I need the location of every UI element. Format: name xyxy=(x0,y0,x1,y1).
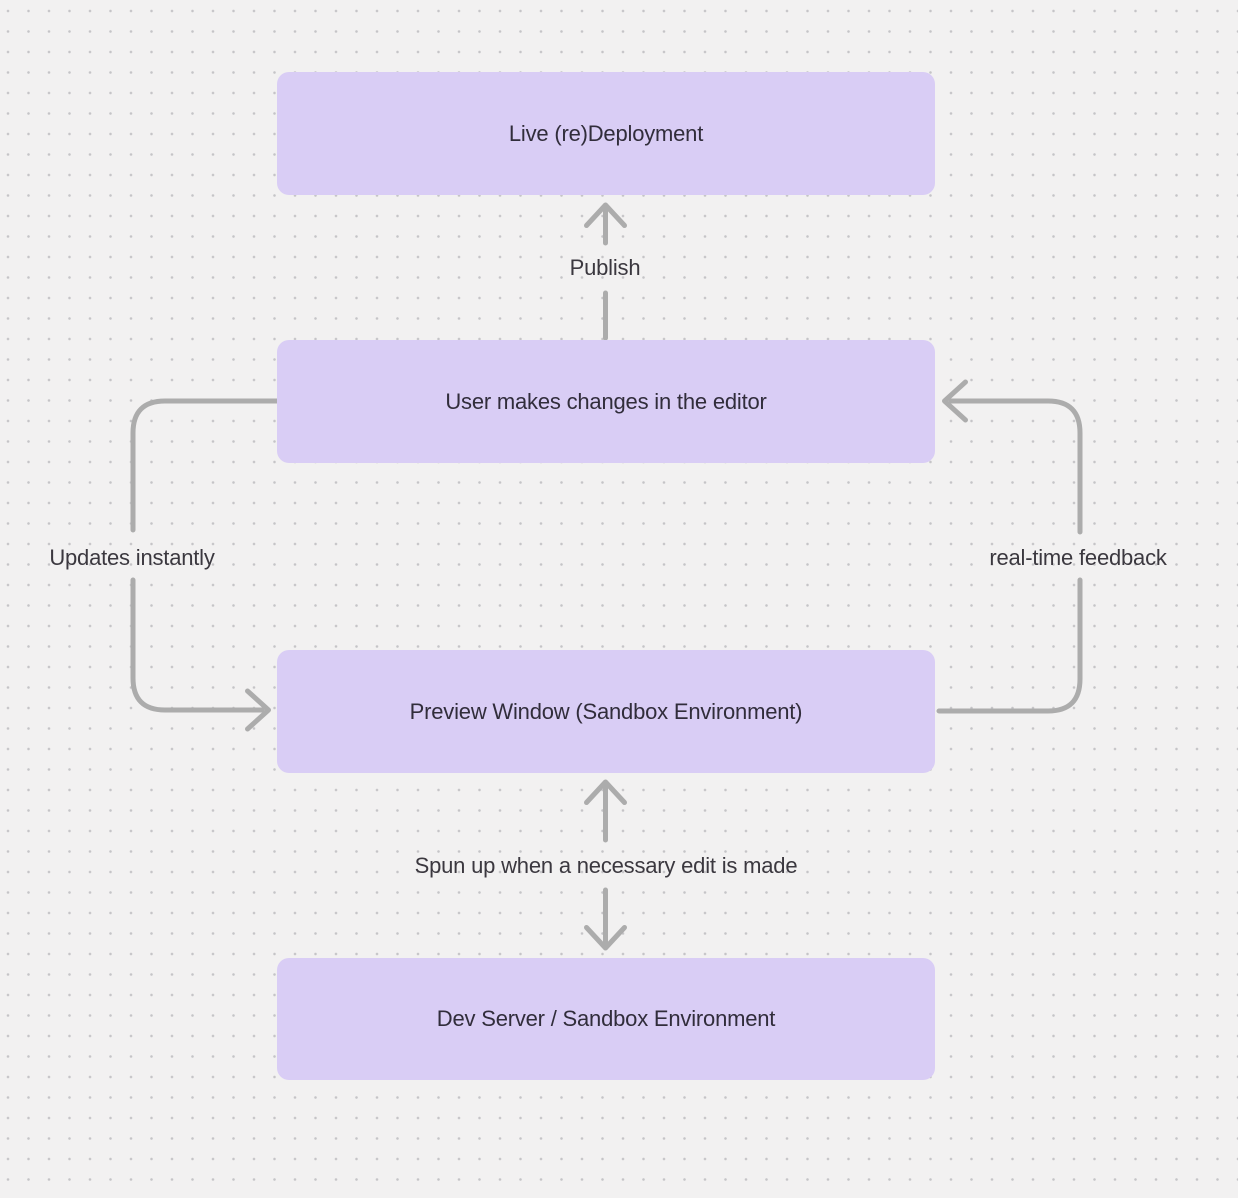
edge-label-publish: Publish xyxy=(569,255,641,280)
edge-updates-instantly-arrow[interactable] xyxy=(130,398,280,732)
arrowhead-left-icon xyxy=(942,379,968,423)
node-label: Live (re)Deployment xyxy=(508,120,704,146)
arrowhead-down-icon xyxy=(584,925,627,951)
edge-label-updates-instantly: Updates instantly xyxy=(49,545,215,570)
node-label: Dev Server / Sandbox Environment xyxy=(436,1006,776,1031)
node-preview-window[interactable]: Preview Window (Sandbox Environment) xyxy=(277,650,935,773)
node-live-redeployment[interactable]: Live (re)Deployment xyxy=(277,72,935,195)
edge-spun-up-arrows[interactable] xyxy=(584,779,627,951)
edge-label-realtime-feedback: real-time feedback xyxy=(989,545,1167,570)
node-dev-server[interactable]: Dev Server / Sandbox Environment xyxy=(277,958,935,1080)
arrowhead-right-icon xyxy=(245,688,271,732)
edge-realtime-feedback-arrow[interactable] xyxy=(936,379,1083,714)
edge-label-spun-up: Spun up when a necessary edit is made xyxy=(414,853,798,878)
node-user-makes-changes[interactable]: User makes changes in the editor xyxy=(277,340,935,463)
arrowhead-up-icon xyxy=(584,202,627,228)
node-label: Preview Window (Sandbox Environment) xyxy=(409,698,803,724)
node-label: User makes changes in the editor xyxy=(445,388,767,414)
arrowhead-up-icon xyxy=(584,779,627,805)
edge-publish-arrow[interactable] xyxy=(584,202,627,341)
